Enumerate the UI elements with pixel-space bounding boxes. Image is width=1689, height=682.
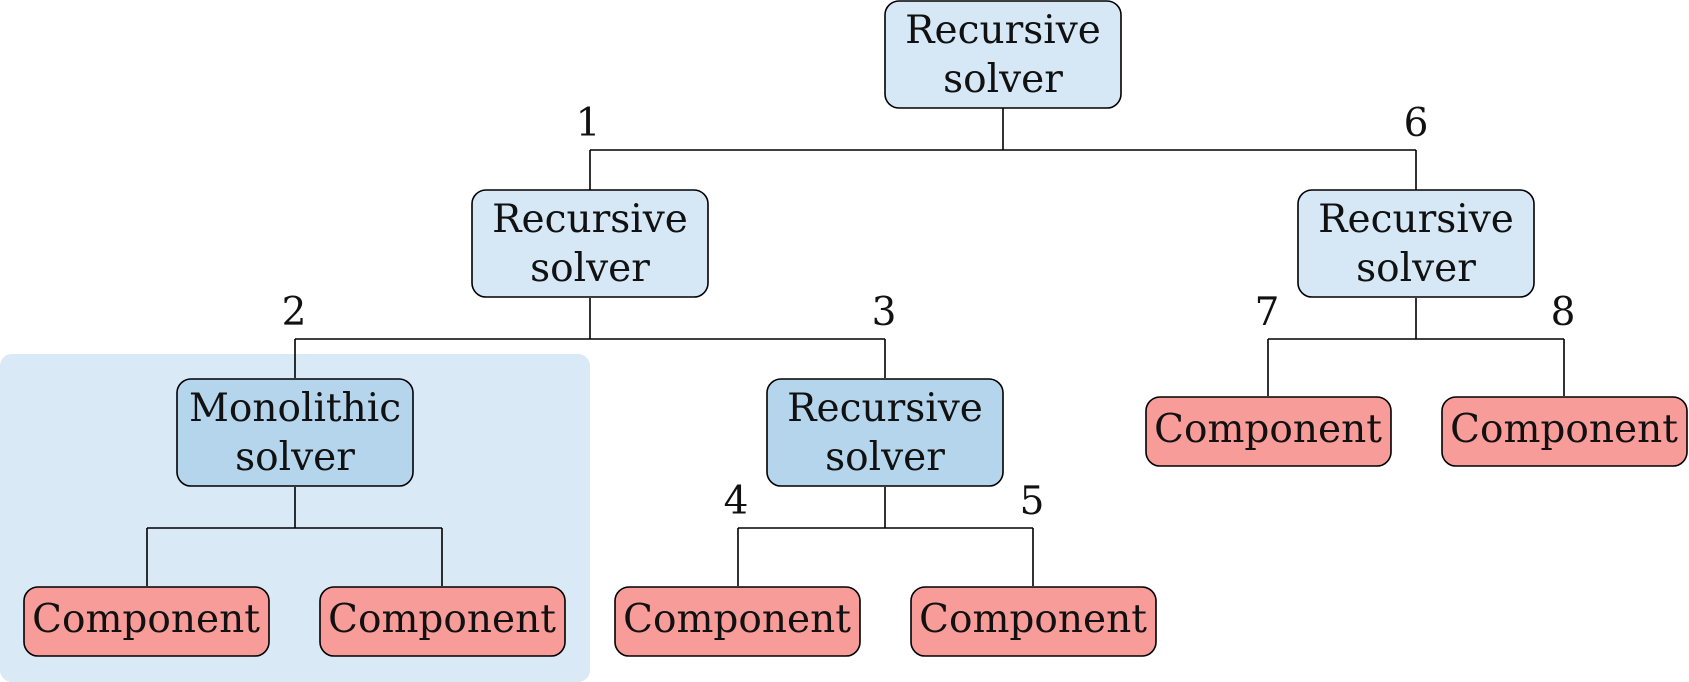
component-8: Component — [1441, 396, 1688, 467]
monolithic-solver-line2: solver — [235, 435, 355, 480]
component-box — [23, 586, 270, 657]
component-box — [910, 586, 1157, 657]
root-solver-box — [884, 0, 1122, 109]
edge-left-children — [294, 298, 886, 378]
component-label: Component — [1154, 407, 1382, 452]
left-solver-line1: Recursive — [492, 197, 688, 242]
root-solver-line2: solver — [943, 57, 1063, 102]
step-numbers: 1 6 2 3 7 8 4 5 — [282, 101, 1576, 524]
step-label-6: 6 — [1404, 101, 1429, 146]
edge-right-children — [1267, 298, 1565, 396]
node-left-recursive: Recursive solver — [471, 189, 709, 298]
step-label-2: 2 — [282, 290, 307, 335]
component-box — [319, 586, 566, 657]
mid-solver-line2: solver — [825, 435, 945, 480]
component-box — [1145, 396, 1392, 467]
component-5: Component — [910, 586, 1157, 657]
node-right-recursive: Recursive solver — [1297, 189, 1535, 298]
mid-solver-line1: Recursive — [787, 386, 983, 431]
component-label: Component — [1450, 407, 1678, 452]
left-solver-line2: solver — [530, 246, 650, 291]
step-label-7: 7 — [1255, 290, 1280, 335]
monolithic-solver-box — [176, 378, 414, 487]
component-7: Component — [1145, 396, 1392, 467]
mid-solver-box — [766, 378, 1004, 487]
edge-root-children — [589, 108, 1417, 190]
component-box — [1441, 396, 1688, 467]
component-box — [614, 586, 861, 657]
step-label-3: 3 — [872, 290, 897, 335]
component-mono-b: Component — [319, 586, 566, 657]
right-solver-box — [1297, 189, 1535, 298]
step-label-1: 1 — [576, 101, 601, 146]
root-solver-line1: Recursive — [905, 8, 1101, 53]
edge-mid-children — [737, 487, 1034, 586]
left-solver-box — [471, 189, 709, 298]
step-label-8: 8 — [1551, 290, 1576, 335]
right-solver-line2: solver — [1356, 246, 1476, 291]
right-solver-line1: Recursive — [1318, 197, 1514, 242]
component-4: Component — [614, 586, 861, 657]
component-label: Component — [623, 597, 851, 642]
step-label-5: 5 — [1020, 479, 1045, 524]
component-label: Component — [919, 597, 1147, 642]
node-root: Recursive solver — [884, 0, 1122, 109]
node-monolithic: Monolithic solver — [176, 378, 414, 487]
monolithic-solver-line1: Monolithic — [189, 386, 401, 431]
step-label-4: 4 — [724, 479, 749, 524]
component-label: Component — [32, 597, 260, 642]
node-mid-recursive: Recursive solver — [766, 378, 1004, 487]
component-label: Component — [328, 597, 556, 642]
component-mono-a: Component — [23, 586, 270, 657]
edge-monolithic-children — [146, 487, 443, 586]
connectors — [146, 108, 1565, 586]
